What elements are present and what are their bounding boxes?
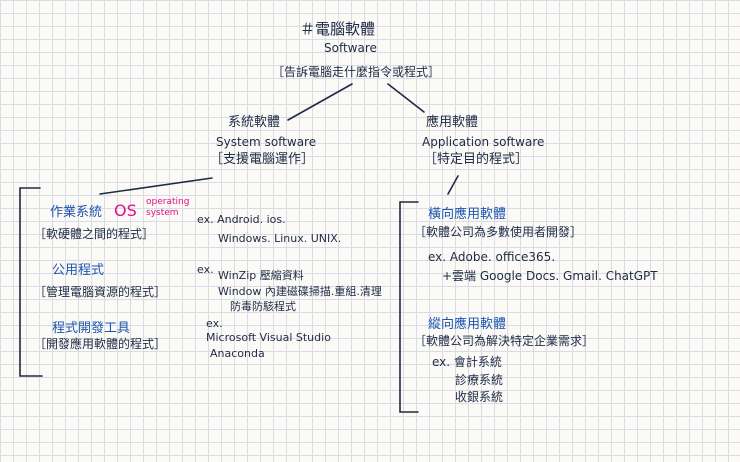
utility-example-line1: ex. [197,263,214,276]
root-title: ＃電腦軟體 [300,20,376,38]
application-title: 應用軟體 [426,115,479,130]
vertical-app-description: ［軟體公司為解決特定企業需求］ [414,334,595,348]
connector-application-items [447,175,459,195]
horizontal-app-title: 橫向應用軟體 [428,207,507,222]
application-subtitle: Application software [422,135,545,149]
root-subtitle: Software [324,41,377,55]
application-items-bracket [399,201,419,413]
vertical-app-example-line3: 收銀系統 [455,390,504,404]
system-description: ［支援電腦運作］ [210,152,315,167]
horizontal-app-description: ［軟體公司為多數使用者開發］ [414,225,583,239]
connector-system-items [99,177,213,195]
utility-example-line3: Window 內建磁碟掃描.重組.清理 [218,285,382,298]
devtools-example-line3: Anaconda [210,347,265,360]
devtools-title: 程式開發工具 [52,321,131,336]
utility-example-line4: 防毒防駭程式 [230,300,296,313]
devtools-example-line1: ex. [206,317,223,330]
vertical-app-example-line2: 診療系統 [455,373,504,387]
os-description: ［軟硬體之間的程式］ [34,227,155,241]
devtools-example-line2: Microsoft Visual Studio [206,331,331,344]
vertical-app-title: 縱向應用軟體 [428,317,507,332]
horizontal-app-example-line1: ex. Adobe. office365. [428,250,556,264]
devtools-description: ［開發應用軟體的程式］ [34,337,167,351]
os-title: 作業系統 [50,205,103,220]
vertical-app-example-line1: ex. 會計系統 [432,355,502,369]
connector-root-application [387,83,425,113]
root-description: ［告訴電腦走什麼指令或程式］ [272,65,441,79]
os-abbr: OS [114,201,137,220]
horizontal-app-example-line2: +雲端 Google Docs. Gmail. ChatGPT [442,269,658,283]
os-example-line1: ex. Android. ios. [197,213,286,226]
os-note-line1: operating [146,197,190,207]
system-subtitle: System software [216,135,317,149]
system-title: 系統軟體 [228,115,281,130]
utility-title: 公用程式 [52,263,105,278]
application-description: ［特定目的程式］ [424,152,529,167]
connector-root-system [287,83,353,121]
system-items-bracket [19,187,43,377]
os-note-line2: system [146,208,179,218]
utility-description: ［管理電腦資源的程式］ [34,285,167,299]
os-example-line2: Windows. Linux. UNIX. [218,232,342,245]
utility-example-line2: WinZip 壓縮資料 [218,269,304,282]
